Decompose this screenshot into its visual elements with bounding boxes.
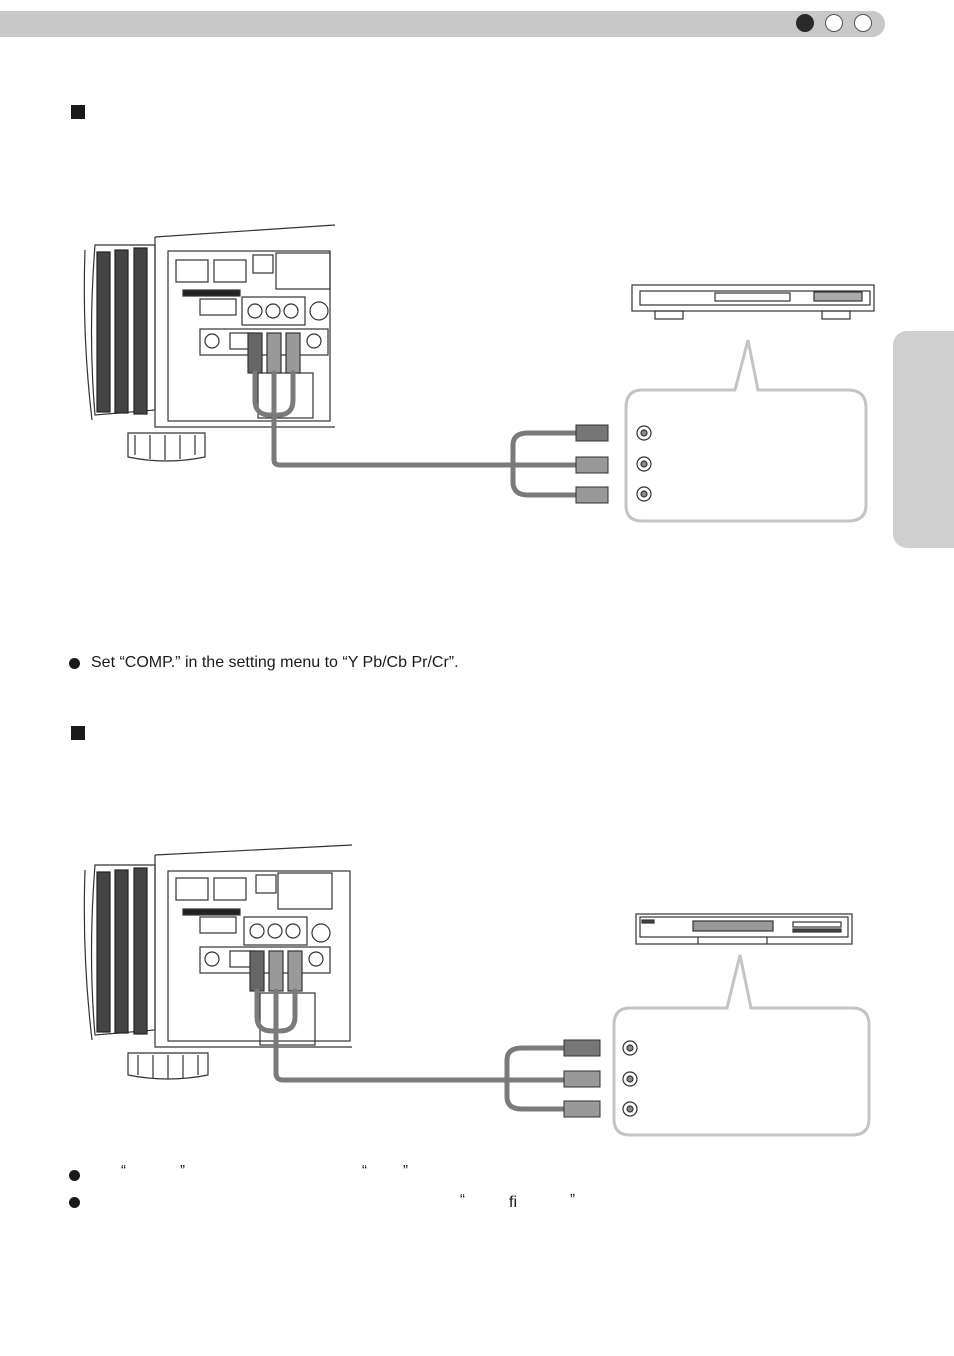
connection-diagram-2 <box>83 844 871 1137</box>
quote-mark: ” <box>403 1162 408 1179</box>
comp-setting-note: Set “COMP.” in the setting menu to “Y Pb… <box>91 654 459 671</box>
quote-mark: ” <box>570 1191 575 1208</box>
quote-mark: “ <box>362 1162 367 1179</box>
connection-diagram-1 <box>83 224 875 523</box>
bullet-icon <box>69 658 80 669</box>
bullet-icon <box>69 1170 80 1181</box>
side-chapter-tab <box>893 331 954 548</box>
section-marker-square <box>71 105 85 119</box>
section-marker-square <box>71 726 85 740</box>
quote-mark: “ <box>121 1162 126 1179</box>
ligature-fragment: fi <box>509 1194 517 1211</box>
bullet-icon <box>69 1197 80 1208</box>
page-indicator-dot-filled <box>796 14 814 32</box>
quote-mark: ” <box>180 1162 185 1179</box>
page-indicator-dot-empty <box>825 14 843 32</box>
header-bar <box>0 11 885 37</box>
page-indicator-dot-empty <box>854 14 872 32</box>
quote-mark: “ <box>460 1191 465 1208</box>
